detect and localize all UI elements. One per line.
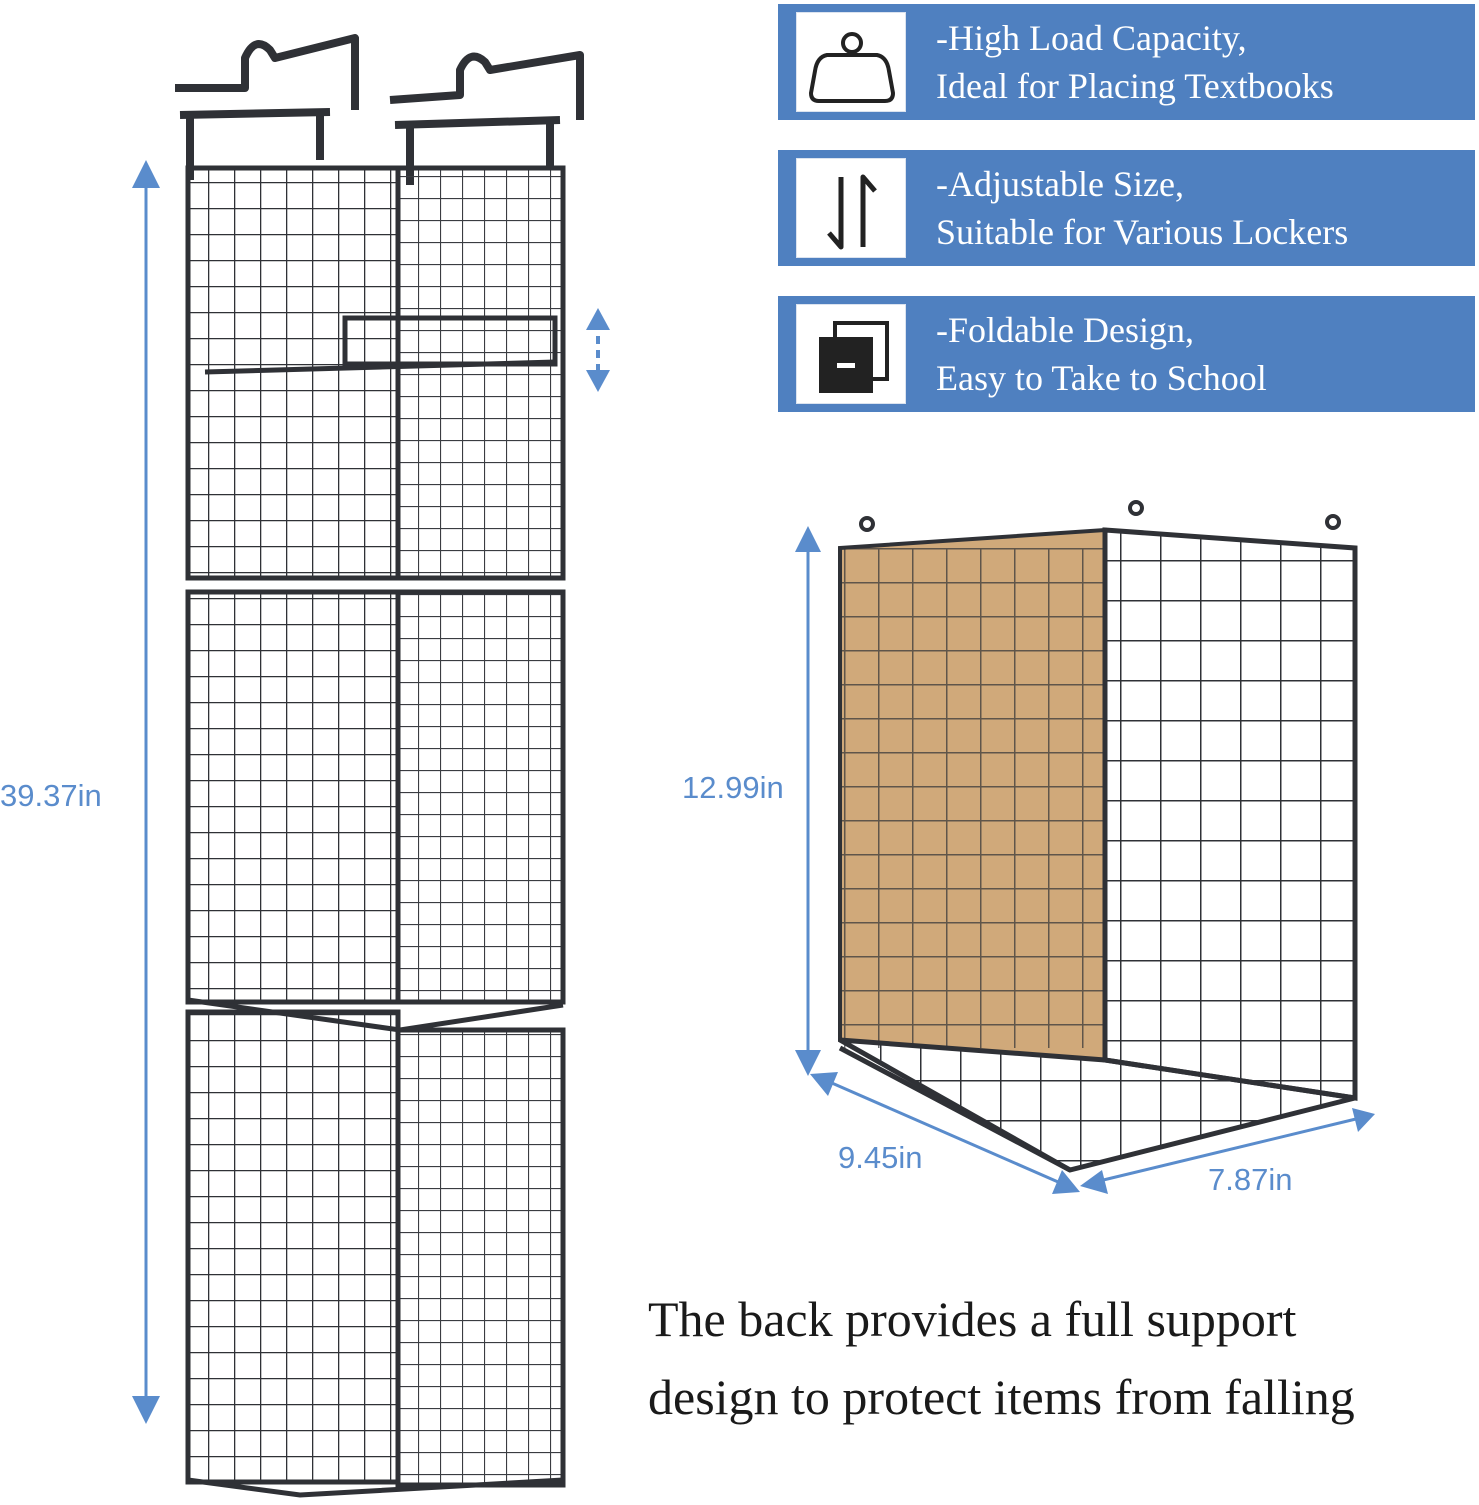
feature-title: -Foldable Design, xyxy=(936,310,1194,350)
feature-desc: Ideal for Placing Textbooks xyxy=(936,66,1334,106)
icon-box xyxy=(796,12,906,112)
feature-title: -Adjustable Size, xyxy=(936,164,1184,204)
organizer-illustration xyxy=(0,0,640,1500)
cube-illustration xyxy=(640,480,1479,1240)
cube-depth-arrow xyxy=(810,1072,1080,1194)
hook-left xyxy=(175,34,359,180)
feature-title: -High Load Capacity, xyxy=(936,18,1247,58)
tier-middle xyxy=(185,589,566,1033)
cube-width-arrow xyxy=(1080,1108,1375,1194)
icon-box xyxy=(796,304,906,404)
cube-height-label: 12.99in xyxy=(682,770,784,805)
adjust-arrows-icon xyxy=(827,174,877,250)
feature-banner-adjustable: -Adjustable Size, Suitable for Various L… xyxy=(778,150,1475,266)
feature-banner-load: -High Load Capacity, Ideal for Placing T… xyxy=(778,4,1475,120)
feature-text-adjustable: -Adjustable Size, Suitable for Various L… xyxy=(936,160,1348,256)
total-height-arrow xyxy=(132,160,160,1424)
feature-banner-foldable: -Foldable Design, Easy to Take to School xyxy=(778,296,1475,412)
tier-bottom xyxy=(185,1009,566,1498)
feature-desc: Suitable for Various Lockers xyxy=(936,212,1349,252)
feature-text-load: -High Load Capacity, Ideal for Placing T… xyxy=(936,14,1334,110)
hook-right xyxy=(389,51,584,185)
icon-box xyxy=(796,158,906,258)
tier-top xyxy=(185,165,566,581)
caption-line-1: The back provides a full support xyxy=(648,1291,1297,1347)
caption: The back provides a full support design … xyxy=(648,1280,1468,1436)
caption-line-2: design to protect items from falling xyxy=(648,1369,1355,1425)
shelf-adjust-arrow xyxy=(586,308,610,392)
feature-desc: Easy to Take to School xyxy=(936,358,1267,398)
feature-text-foldable: -Foldable Design, Easy to Take to School xyxy=(936,306,1267,402)
weight-icon xyxy=(808,32,896,103)
cube-width-label: 7.87in xyxy=(1208,1162,1293,1197)
fold-layers-icon xyxy=(819,321,889,393)
cube-height-arrow xyxy=(795,526,821,1076)
total-height-label: 39.37in xyxy=(0,778,102,813)
cube-depth-label: 9.45in xyxy=(838,1140,923,1175)
